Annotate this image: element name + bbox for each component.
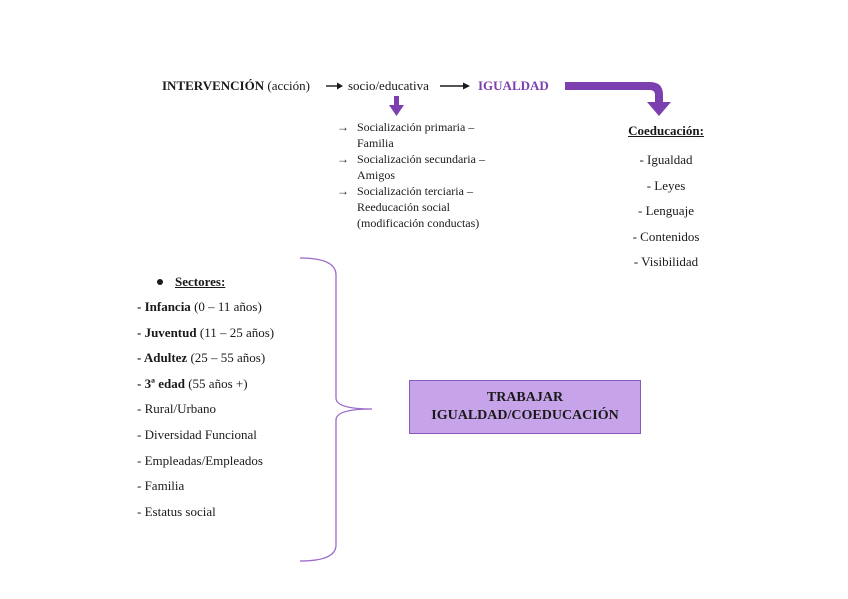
list-item: - Diversidad Funcional [137, 422, 274, 448]
sector-bold: - 3ª edad [137, 375, 185, 391]
intervencion-title: INTERVENCIÓN [162, 78, 265, 93]
sector-text: - Empleadas/Empleados [137, 452, 263, 468]
socializacion-primaria: Socialización primaria – Familia [357, 120, 475, 150]
sector-text: (11 – 25 años) [196, 324, 275, 340]
sectores-title: Sectores: [175, 274, 226, 289]
sectores-block: Sectores: - Infancia (0 – 11 años) - Juv… [137, 274, 274, 524]
sector-bold: - Adultez [137, 350, 188, 366]
sector-bold: - Juventud [137, 324, 197, 340]
list-item: - Infancia (0 – 11 años) [137, 294, 274, 320]
sector-text: (0 – 11 años) [190, 299, 262, 314]
arrow-socio-icon [440, 82, 470, 90]
down-arrow-icon [389, 96, 404, 116]
trabajar-box: TRABAJAR IGUALDAD/COEDUCACIÓN [409, 380, 641, 434]
list-item: → Socialización secundaria – Amigos [337, 151, 497, 183]
coeducacion-item: - Contenidos [632, 228, 700, 244]
list-item: → Socialización terciaria – Reeducación … [337, 183, 497, 231]
list-item: - Familia [137, 473, 274, 499]
coeducacion-item: - Lenguaje [638, 203, 694, 219]
sector-text: - Estatus social [137, 503, 216, 519]
arrow-right-icon: → [337, 152, 349, 166]
list-item: - Estatus social [137, 499, 274, 525]
sector-text: (55 años +) [184, 375, 248, 391]
box-line-1: TRABAJAR [486, 390, 564, 405]
bullet-icon [157, 279, 163, 285]
arrow-right-icon: → [337, 120, 349, 134]
sector-text: - Diversidad Funcional [137, 426, 257, 442]
igualdad-label: IGUALDAD [478, 78, 549, 93]
list-item: → Socialización primaria – Familia [337, 119, 497, 151]
list-item: - 3ª edad (55 años +) [137, 371, 274, 397]
arrow-right-icon: → [337, 184, 349, 198]
list-item: - Adultez (25 – 55 años) [137, 345, 274, 371]
coeducacion-block: Coeducación: - Igualdad - Leyes - Lengua… [604, 123, 728, 275]
box-line-2: IGUALDAD/COEDUCACIÓN [431, 408, 619, 423]
sector-text: - Rural/Urbano [137, 401, 217, 417]
socializacion-secundaria: Socialización secundaria – Amigos [357, 152, 485, 182]
arrow-accion-icon [326, 82, 343, 90]
accion-label: (acción) [267, 78, 310, 93]
curved-arrow-icon [565, 82, 671, 116]
socializacion-terciaria: Socialización terciaria – Reeducación so… [357, 184, 480, 230]
list-item: - Empleadas/Empleados [137, 448, 274, 474]
coeducacion-item: - Igualdad [639, 152, 693, 167]
list-item: - Rural/Urbano [137, 396, 274, 422]
coeducacion-item: - Leyes [646, 177, 686, 193]
intervencion-label: INTERVENCIÓN (acción) [162, 78, 310, 94]
sector-bold: - Infancia [137, 299, 191, 314]
sector-text: - Familia [137, 478, 185, 494]
coeducacion-title: Coeducación: [628, 123, 704, 138]
socializacion-list: → Socialización primaria – Familia → Soc… [337, 119, 497, 231]
sectores-heading: Sectores: [157, 274, 274, 290]
curly-brace-icon [299, 257, 373, 562]
coeducacion-item: - Visibilidad [633, 254, 699, 270]
list-item: - Juventud (11 – 25 años) [137, 320, 274, 346]
socio-educativa-label: socio/educativa [348, 78, 429, 93]
sector-text: (25 – 55 años) [187, 350, 266, 366]
